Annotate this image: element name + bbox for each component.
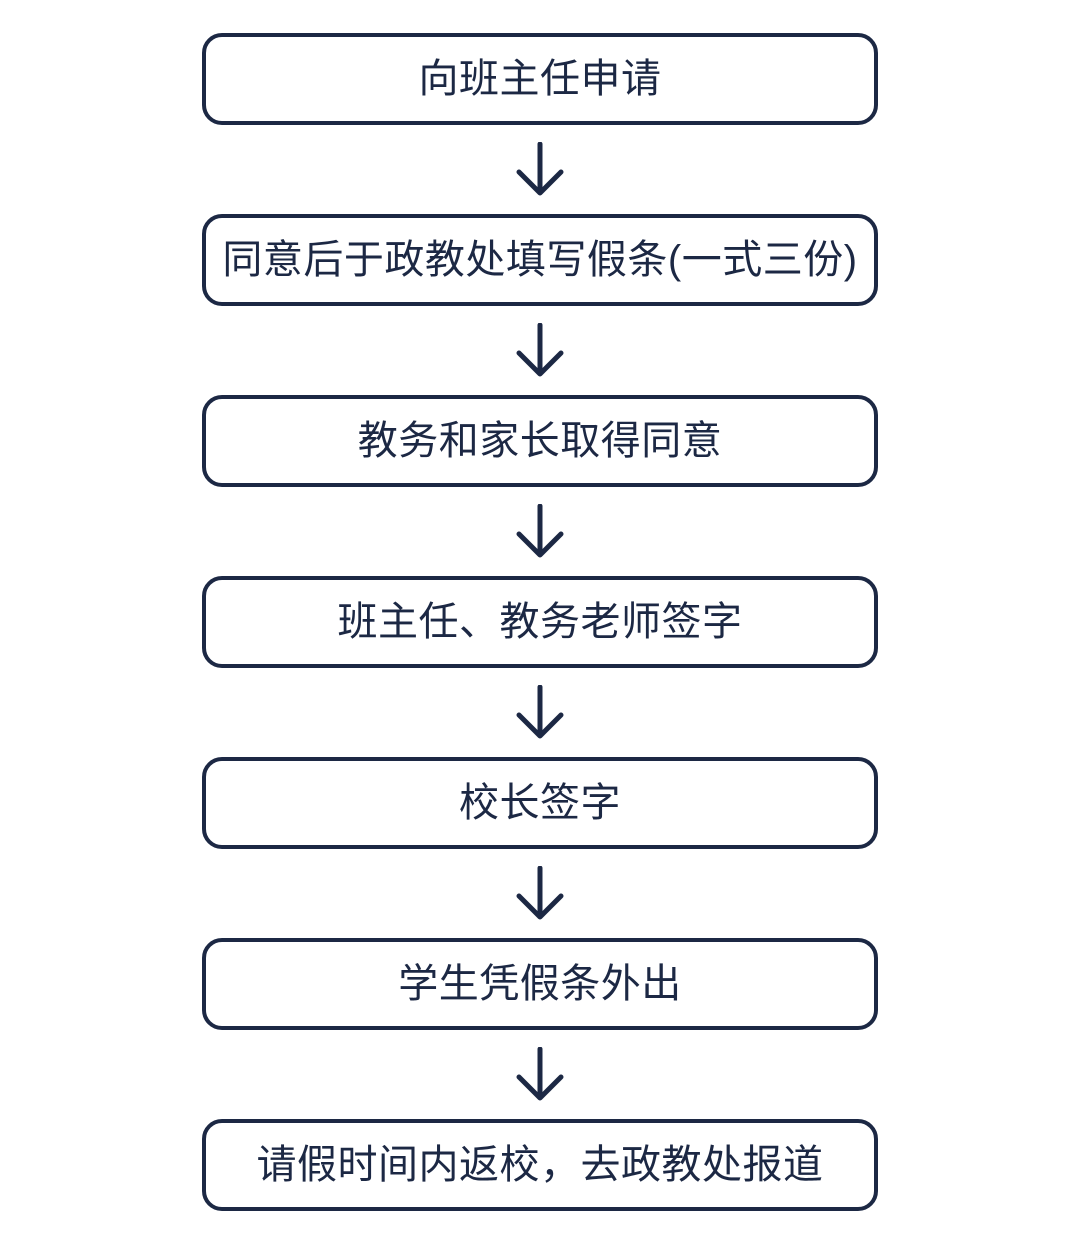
arrow-down-icon (516, 1046, 564, 1100)
flow-node-step-3: 教务和家长取得同意 (202, 395, 878, 487)
arrow-down-icon (516, 322, 564, 376)
flow-node-label: 请假时间内返校，去政教处报道 (256, 1143, 824, 1187)
flow-node-label: 学生凭假条外出 (398, 962, 682, 1006)
flow-node-label: 班主任、教务老师签字 (337, 600, 743, 644)
flow-node-step-1: 向班主任申请 (202, 33, 878, 125)
flow-connector-arrow-1 (510, 125, 570, 214)
flow-node-step-7: 请假时间内返校，去政教处报道 (202, 1119, 878, 1211)
flow-connector-arrow-3 (510, 487, 570, 576)
flow-node-label: 校长签字 (459, 781, 621, 825)
flow-node-step-2: 同意后于政教处填写假条(一式三份) (202, 214, 878, 306)
flow-connector-arrow-2 (510, 306, 570, 395)
arrow-down-icon (516, 865, 564, 919)
flow-node-step-4: 班主任、教务老师签字 (202, 576, 878, 668)
flow-connector-arrow-4 (510, 668, 570, 757)
arrow-down-icon (516, 503, 564, 557)
arrow-down-icon (516, 684, 564, 738)
flow-node-label: 向班主任申请 (418, 57, 662, 101)
flow-connector-arrow-5 (510, 849, 570, 938)
flow-node-step-6: 学生凭假条外出 (202, 938, 878, 1030)
flow-node-label: 教务和家长取得同意 (357, 419, 723, 463)
flow-node-label: 同意后于政教处填写假条(一式三份) (222, 238, 858, 282)
flow-node-step-5: 校长签字 (202, 757, 878, 849)
flow-connector-arrow-6 (510, 1030, 570, 1119)
arrow-down-icon (516, 141, 564, 195)
